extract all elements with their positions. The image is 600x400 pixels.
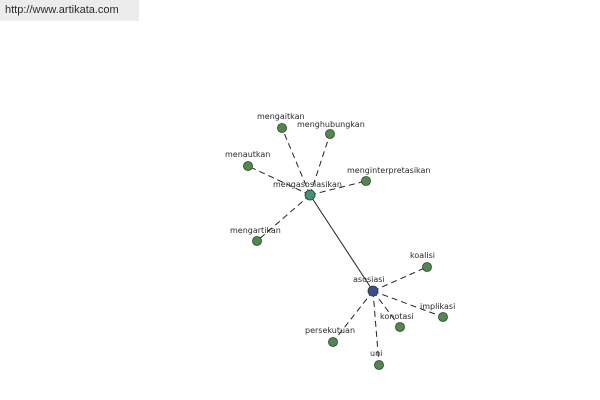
node-menginterpretasikan[interactable] <box>361 176 371 186</box>
edge-asosiasi-persekutuan <box>332 290 374 343</box>
label-menginterpretasikan[interactable]: menginterpretasikan <box>347 166 431 175</box>
hub-node-asosiasi[interactable] <box>367 285 379 297</box>
edge-hub-link <box>309 194 374 292</box>
source-url[interactable]: http://www.artikata.com <box>0 0 139 21</box>
hub-label-asosiasi[interactable]: asosiasi <box>353 275 385 284</box>
edge-mengasosiasikan-menautkan <box>247 165 311 196</box>
node-mengartikan[interactable] <box>252 236 262 246</box>
label-persekutuan[interactable]: persekutuan <box>305 326 355 335</box>
edge-asosiasi-implikasi <box>372 290 444 318</box>
label-mengartikan[interactable]: mengartikan <box>230 226 281 235</box>
nodes-layer <box>243 123 448 370</box>
label-konotasi[interactable]: konotasi <box>380 312 414 321</box>
node-koalisi[interactable] <box>422 262 432 272</box>
edge-asosiasi-konotasi <box>372 290 401 328</box>
node-uni[interactable] <box>374 360 384 370</box>
edge-mengasosiasikan-mengartikan <box>256 194 311 242</box>
node-persekutuan[interactable] <box>328 337 338 347</box>
edge-asosiasi-uni <box>372 290 380 366</box>
label-koalisi[interactable]: koalisi <box>410 251 435 260</box>
edge-mengasosiasikan-menghubungkan <box>309 133 331 196</box>
edge-mengasosiasikan-mengaitkan <box>281 127 311 196</box>
node-menghubungkan[interactable] <box>325 129 335 139</box>
label-implikasi[interactable]: implikasi <box>420 302 455 311</box>
edges-layer <box>247 127 444 366</box>
node-menautkan[interactable] <box>243 161 253 171</box>
node-mengaitkan[interactable] <box>277 123 287 133</box>
hub-label-mengasosiasikan[interactable]: mengasosiasikan <box>273 180 342 189</box>
label-menghubungkan[interactable]: menghubungkan <box>297 120 365 129</box>
hub-node-mengasosiasikan[interactable] <box>304 189 316 201</box>
label-mengaitkan[interactable]: mengaitkan <box>257 112 305 121</box>
label-uni[interactable]: uni <box>370 349 382 358</box>
label-menautkan[interactable]: menautkan <box>225 150 270 159</box>
node-konotasi[interactable] <box>395 322 405 332</box>
node-implikasi[interactable] <box>438 312 448 322</box>
